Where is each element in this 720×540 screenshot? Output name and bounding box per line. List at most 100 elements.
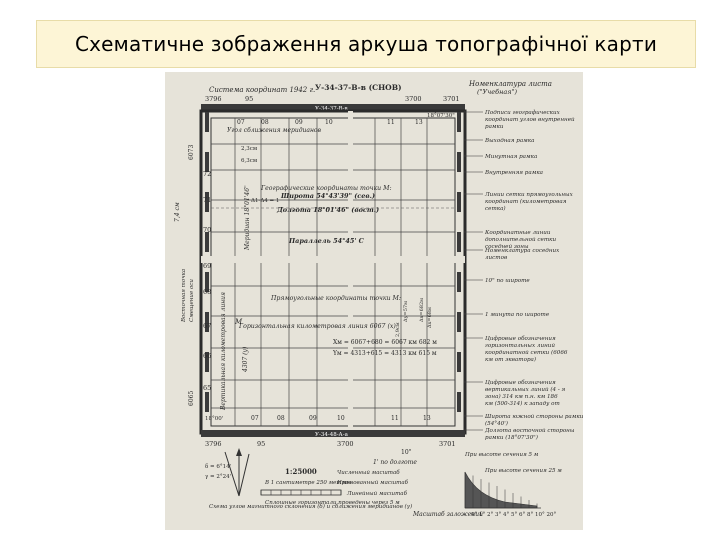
right-label-1-0: Выходная рамка xyxy=(484,138,534,144)
bottom-frame-bar xyxy=(201,430,465,437)
grid-top-11: 11 xyxy=(387,119,395,126)
leader-dot-9 xyxy=(463,336,467,340)
minute-block-right-14 xyxy=(457,392,461,412)
minute-frame xyxy=(205,112,461,412)
km-grid xyxy=(211,118,455,426)
distance-23: 2,3см xyxy=(241,146,258,152)
right-label-0-0: Подписи географических xyxy=(484,109,561,116)
horizontal-cut xyxy=(201,256,465,263)
dist-b: Δх=682м xyxy=(419,298,425,322)
minute-block-right-0 xyxy=(457,112,461,132)
right-label-12-0: Долгота восточной стороны xyxy=(484,428,575,434)
grid-top-corner: 18°07'30" xyxy=(427,113,455,119)
right-label-8-0: 1 минута по широте xyxy=(485,312,550,318)
minute-block-left-14 xyxy=(205,392,209,412)
grid-bottom-corner: 18°00' xyxy=(205,416,223,422)
slope-label-5m: При высоте сечения 5 м xyxy=(464,452,539,458)
delta-value: δ = 6°14' xyxy=(205,464,231,470)
horizontal-line-label: Горизонтальная километровая линия 6067 (… xyxy=(238,323,396,330)
leader-dot-0 xyxy=(463,110,467,114)
right-label-4-1: координат (километровая xyxy=(485,198,567,205)
leader-dot-3 xyxy=(463,170,467,174)
bottom-km-4: 3701 xyxy=(439,440,456,448)
header-sheet-label: Номенклатура листа xyxy=(468,80,552,88)
right-label-3-0: Внутренняя рамка xyxy=(484,170,543,176)
slope-label-25m: При высоте сечения 25 м xyxy=(484,468,562,474)
right-label-6-1: листов xyxy=(485,255,507,261)
right-label-0-2: рамки xyxy=(485,124,504,130)
minute-block-right-2 xyxy=(457,152,461,172)
grid-top-10: 10 xyxy=(325,119,333,126)
right-label-9-1: горизонтальных линий xyxy=(485,343,555,349)
leader-dot-4 xyxy=(463,192,467,196)
right-label-10-3: км (500-314) к западу от xyxy=(485,400,560,407)
parallel-label: Параллель 54°45' С xyxy=(288,237,365,245)
rect-coords-label: Прямоугольные координаты точки М: xyxy=(270,295,401,302)
grid-bottom-07: 07 xyxy=(251,415,259,422)
right-label-11-1: (54°40') xyxy=(485,420,508,427)
ten-seconds-label: 10" xyxy=(401,449,412,456)
leader-dot-2 xyxy=(463,154,467,158)
minute-block-right-12 xyxy=(457,352,461,372)
grid-bottom-08: 08 xyxy=(277,415,285,422)
minute-block-left-10 xyxy=(205,312,209,332)
coord-4307-label: 4307 (у) xyxy=(242,346,249,373)
right-label-9-3: км от экватора) xyxy=(485,356,536,363)
right-label-4-2: сетка) xyxy=(485,205,506,212)
grid-bottom-09: 09 xyxy=(309,415,317,422)
right-label-9-2: координатной сетки (6066 xyxy=(485,349,568,356)
longitude-label: Долгота 18°01'46" (вост.) xyxy=(276,206,379,214)
bottom-km-3: 3700 xyxy=(337,440,354,448)
bottom-km-2: 95 xyxy=(257,440,265,448)
minute-block-right-10 xyxy=(457,312,461,332)
minute-block-right-6 xyxy=(457,232,461,252)
right-label-10-0: Цифровые обозначения xyxy=(485,379,556,386)
right-label-2-0: Минутная рамка xyxy=(484,154,537,160)
minute-block-left-4 xyxy=(205,192,209,212)
right-label-9-0: Цифровые обозначения xyxy=(485,335,556,342)
linear-scale-label: Линейный масштаб xyxy=(346,490,408,497)
slope-scale-ticks: 0° 1° 2° 3° 4° 5° 6° 8° 10° 20° xyxy=(471,512,556,518)
delta-label: Δ1-Δ4 = 1 xyxy=(251,198,279,204)
numeric-scale: 1:25000 xyxy=(285,467,317,476)
right-label-5-0: Координатные линии xyxy=(484,230,551,236)
minute-block-left-8 xyxy=(205,272,209,292)
top-km-3: 3700 xyxy=(405,95,422,103)
distance-63: 6,3см xyxy=(241,158,258,164)
relief-note: Сплошные горизонтали проведены через 5 м xyxy=(265,500,400,506)
right-label-6-0: Номенклатура соседних xyxy=(484,248,560,254)
gamma-value: γ = 2°24' xyxy=(205,474,231,480)
map-diagram: Система координат 1942 г. У-34-37-В-в (С… xyxy=(165,72,583,530)
minute-block-right-4 xyxy=(457,192,461,212)
ym-label: Yм = 4313+615 = 4313 км 615 м xyxy=(332,350,437,357)
row-num-65: 65 xyxy=(203,384,211,392)
top-km-1: 3796 xyxy=(205,95,222,103)
minute-longitude-label: 1' по долготе xyxy=(373,459,417,466)
leader-dot-11 xyxy=(463,414,467,418)
slope-curve xyxy=(464,471,538,509)
grid-bottom-11: 11 xyxy=(391,415,399,422)
leader-dot-7 xyxy=(463,278,467,282)
grid-top-08: 08 xyxy=(261,119,269,126)
leader-dot-5 xyxy=(463,230,467,234)
dist-d: Δх=68м xyxy=(427,307,433,328)
declination-diagram xyxy=(224,448,250,497)
geo-coords-label: Географические координаты точки М: xyxy=(260,185,392,192)
angles-diagram-label: Схема углов магнитного склонения (δ) и с… xyxy=(209,503,412,510)
minute-block-left-12 xyxy=(205,352,209,372)
grid-bottom-13: 13 xyxy=(423,415,431,422)
dist-c: 2,9см xyxy=(395,322,401,337)
grid-top-13: 13 xyxy=(415,119,423,126)
grid-top-09: 09 xyxy=(295,119,303,126)
linear-scale-ticks xyxy=(260,490,342,495)
header-nomenclature: У-34-37-В-в (СНОВ) xyxy=(315,83,402,92)
minute-block-left-6 xyxy=(205,232,209,252)
row-num-66: 66 xyxy=(203,352,211,360)
right-label-5-2: соседней зоны xyxy=(485,244,529,250)
bottom-bar-label: У-34-48-А-а xyxy=(315,432,349,438)
leader-dot-1 xyxy=(463,138,467,142)
right-label-5-1: дополнительной сетки xyxy=(485,237,556,243)
leader-dot-10 xyxy=(463,380,467,384)
vertical-cut xyxy=(348,111,353,433)
right-label-10-2: зона) 314 км п.н. км 186 xyxy=(485,393,558,400)
